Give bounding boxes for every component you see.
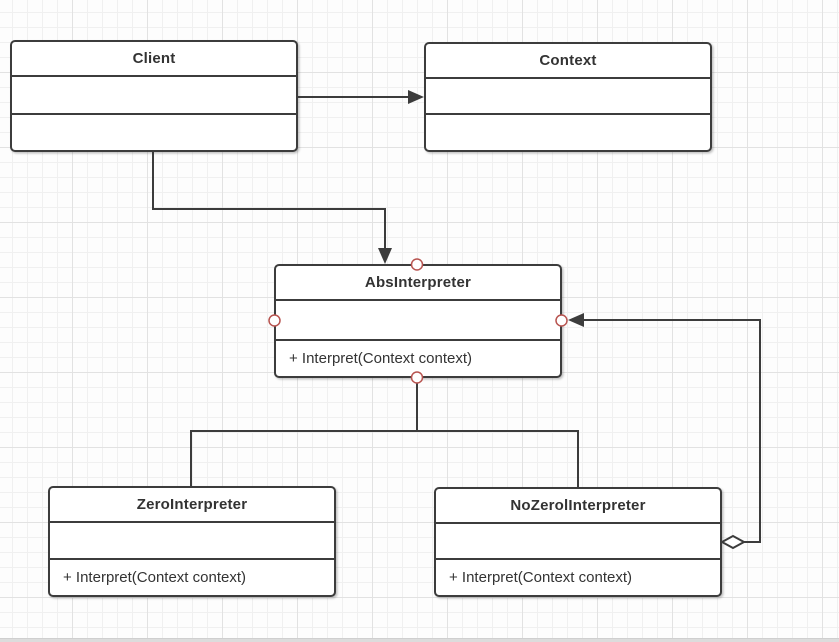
class-title[interactable]: Context <box>426 44 710 79</box>
class-attributes[interactable] <box>12 77 296 115</box>
class-box-client[interactable]: Client <box>10 40 298 152</box>
class-title[interactable]: NoZerolInterpreter <box>436 489 720 524</box>
arrowhead-into-context <box>408 90 424 104</box>
class-attributes[interactable] <box>276 301 560 341</box>
class-title[interactable]: AbsInterpreter <box>276 266 560 301</box>
class-methods[interactable]: + Interpret(Context context) <box>289 350 473 367</box>
line-absinterpreter-subclasses[interactable] <box>190 378 579 487</box>
arrowhead-into-absinterpreter-right <box>568 313 584 327</box>
class-title[interactable]: ZeroInterpreter <box>50 488 334 523</box>
association-client-absinterpreter-line[interactable] <box>152 152 386 249</box>
class-box-zerointerpreter[interactable]: ZeroInterpreter + Interpret(Context cont… <box>48 486 336 597</box>
class-methods[interactable]: + Interpret(Context context) <box>63 569 247 586</box>
aggregation-diamond <box>719 534 747 550</box>
class-methods[interactable] <box>12 115 296 150</box>
class-box-absinterpreter[interactable]: AbsInterpreter + Interpret(Context conte… <box>274 264 562 378</box>
class-attributes[interactable] <box>436 524 720 560</box>
class-methods[interactable]: + Interpret(Context context) <box>449 569 633 586</box>
arrowhead-into-absinterpreter-top <box>378 248 392 264</box>
class-box-nozerolinterpreter[interactable]: NoZerolInterpreter + Interpret(Context c… <box>434 487 722 597</box>
class-title[interactable]: Client <box>12 42 296 77</box>
class-attributes[interactable] <box>426 79 710 115</box>
class-attributes[interactable] <box>50 523 334 560</box>
class-box-context[interactable]: Context <box>424 42 712 152</box>
class-methods[interactable] <box>426 115 710 150</box>
canvas-bottom-edge <box>0 638 839 642</box>
